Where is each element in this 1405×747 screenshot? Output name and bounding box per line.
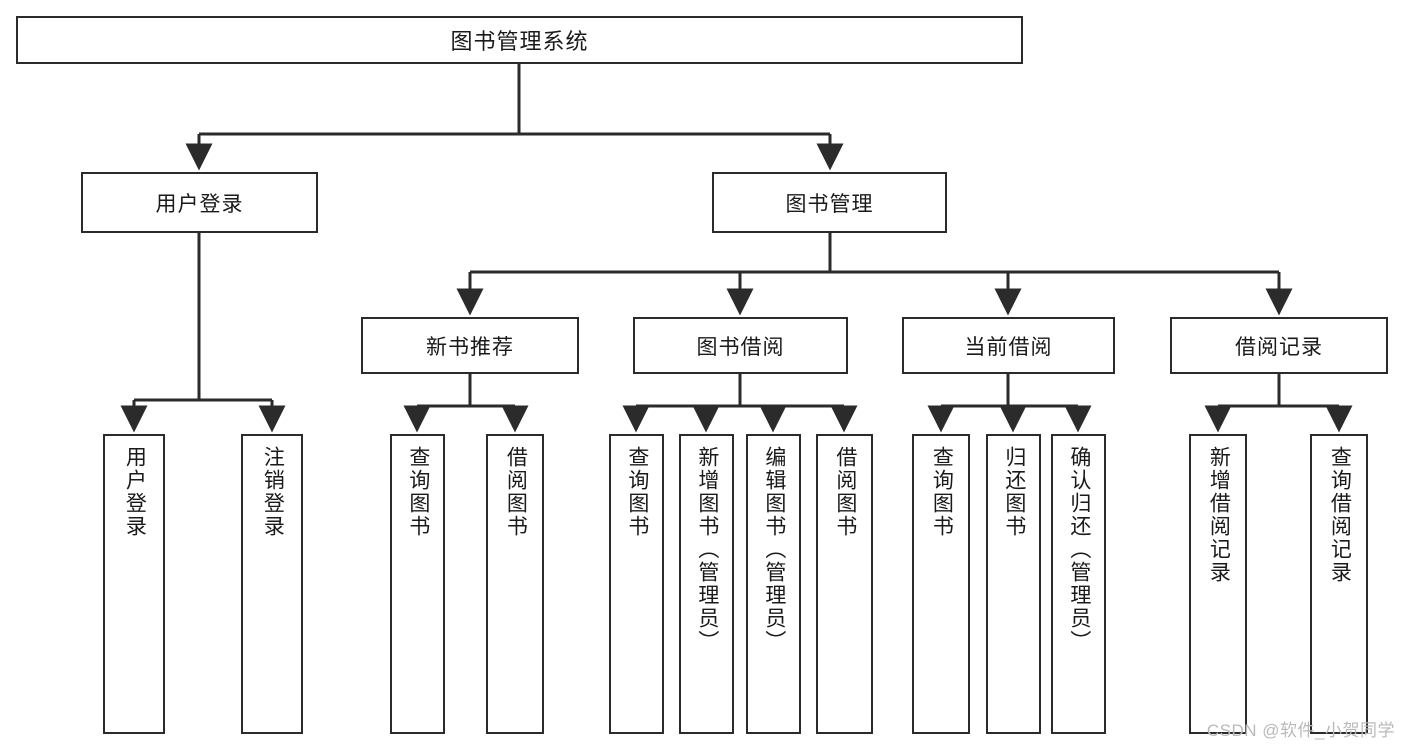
node-query-book-borrow[interactable]: 查询图书 bbox=[609, 434, 664, 734]
node-book-manage-label: 图书管理 bbox=[785, 192, 874, 216]
node-add-loan-record[interactable]: 新增借阅记录 bbox=[1189, 434, 1247, 734]
watermark: CSDN @软件_小贺同学 bbox=[1206, 721, 1395, 740]
node-query-book-current-label: 查询图书 bbox=[930, 446, 954, 538]
node-login-user-label: 用户登录 bbox=[123, 446, 147, 538]
node-borrow-book-recommend-label: 借阅图书 bbox=[504, 446, 528, 538]
node-current-loan-label: 当前借阅 bbox=[964, 335, 1053, 359]
node-book-borrow-label: 图书借阅 bbox=[696, 335, 785, 359]
node-current-loan[interactable]: 当前借阅 bbox=[902, 317, 1115, 374]
node-query-book-recommend-label: 查询图书 bbox=[406, 446, 430, 538]
node-edit-book-admin[interactable]: 编辑图书（管理员） bbox=[746, 434, 801, 734]
node-query-loan-record-label: 查询借阅记录 bbox=[1328, 446, 1352, 584]
node-login-user[interactable]: 用户登录 bbox=[103, 434, 165, 734]
node-book-manage[interactable]: 图书管理 bbox=[712, 172, 947, 233]
node-query-book-recommend[interactable]: 查询图书 bbox=[390, 434, 445, 734]
node-root[interactable]: 图书管理系统 bbox=[16, 16, 1023, 64]
node-edit-book-admin-label: 编辑图书（管理员） bbox=[762, 446, 786, 653]
node-return-book-label: 归还图书 bbox=[1002, 446, 1026, 538]
node-add-book-admin-label: 新增图书（管理员） bbox=[695, 446, 719, 653]
node-logout-user[interactable]: 注销登录 bbox=[241, 434, 303, 734]
node-confirm-return-admin-label: 确认归还（管理员） bbox=[1067, 446, 1091, 653]
node-logout-user-label: 注销登录 bbox=[261, 446, 285, 538]
node-new-book-recommend[interactable]: 新书推荐 bbox=[361, 317, 579, 374]
node-query-book-borrow-label: 查询图书 bbox=[625, 446, 649, 538]
node-confirm-return-admin[interactable]: 确认归还（管理员） bbox=[1051, 434, 1106, 734]
node-return-book[interactable]: 归还图书 bbox=[986, 434, 1041, 734]
node-loan-record-label: 借阅记录 bbox=[1235, 335, 1323, 359]
node-loan-record[interactable]: 借阅记录 bbox=[1170, 317, 1388, 374]
node-borrow-book[interactable]: 借阅图书 bbox=[816, 434, 873, 734]
node-borrow-book-label: 借阅图书 bbox=[833, 446, 857, 538]
node-new-book-recommend-label: 新书推荐 bbox=[426, 335, 514, 359]
node-query-loan-record[interactable]: 查询借阅记录 bbox=[1310, 434, 1368, 734]
node-add-book-admin[interactable]: 新增图书（管理员） bbox=[679, 434, 734, 734]
node-add-loan-record-label: 新增借阅记录 bbox=[1207, 446, 1231, 584]
node-query-book-current[interactable]: 查询图书 bbox=[912, 434, 970, 734]
node-user-login[interactable]: 用户登录 bbox=[81, 172, 318, 233]
node-user-login-label: 用户登录 bbox=[155, 192, 244, 216]
node-root-label: 图书管理系统 bbox=[450, 29, 589, 54]
node-book-borrow[interactable]: 图书借阅 bbox=[633, 317, 848, 374]
node-borrow-book-recommend[interactable]: 借阅图书 bbox=[486, 434, 544, 734]
